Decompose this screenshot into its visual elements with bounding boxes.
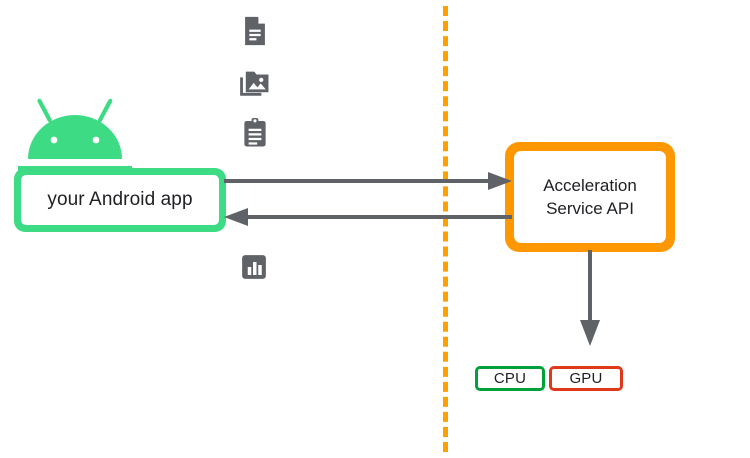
- gpu-chip[interactable]: GPU: [549, 366, 623, 391]
- acceleration-service-api-box[interactable]: Acceleration Service API: [505, 142, 675, 252]
- bar-chart-icon: [239, 252, 269, 282]
- cpu-chip-label: CPU: [493, 370, 527, 387]
- photos-icon: [238, 66, 272, 100]
- device-service-boundary: [443, 6, 448, 452]
- clipboard-icon: [238, 116, 272, 150]
- android-app-box-inner: your Android app: [21, 175, 219, 225]
- cpu-chip[interactable]: CPU: [475, 366, 545, 391]
- acceleration-service-api-label-line1: Acceleration: [543, 176, 637, 195]
- arrow-app-to-api: [224, 168, 512, 194]
- acceleration-service-api-label-line2: Service API: [546, 199, 634, 218]
- android-robot-icon: [18, 96, 132, 176]
- arrow-api-to-hardware: [565, 250, 615, 346]
- document-icon: [238, 14, 272, 48]
- gpu-chip-label: GPU: [569, 370, 603, 387]
- android-app-label: your Android app: [47, 189, 193, 210]
- arrow-api-to-app: [224, 204, 512, 230]
- android-app-box[interactable]: your Android app: [14, 168, 226, 232]
- acceleration-service-api-box-inner: Acceleration Service API: [514, 151, 666, 243]
